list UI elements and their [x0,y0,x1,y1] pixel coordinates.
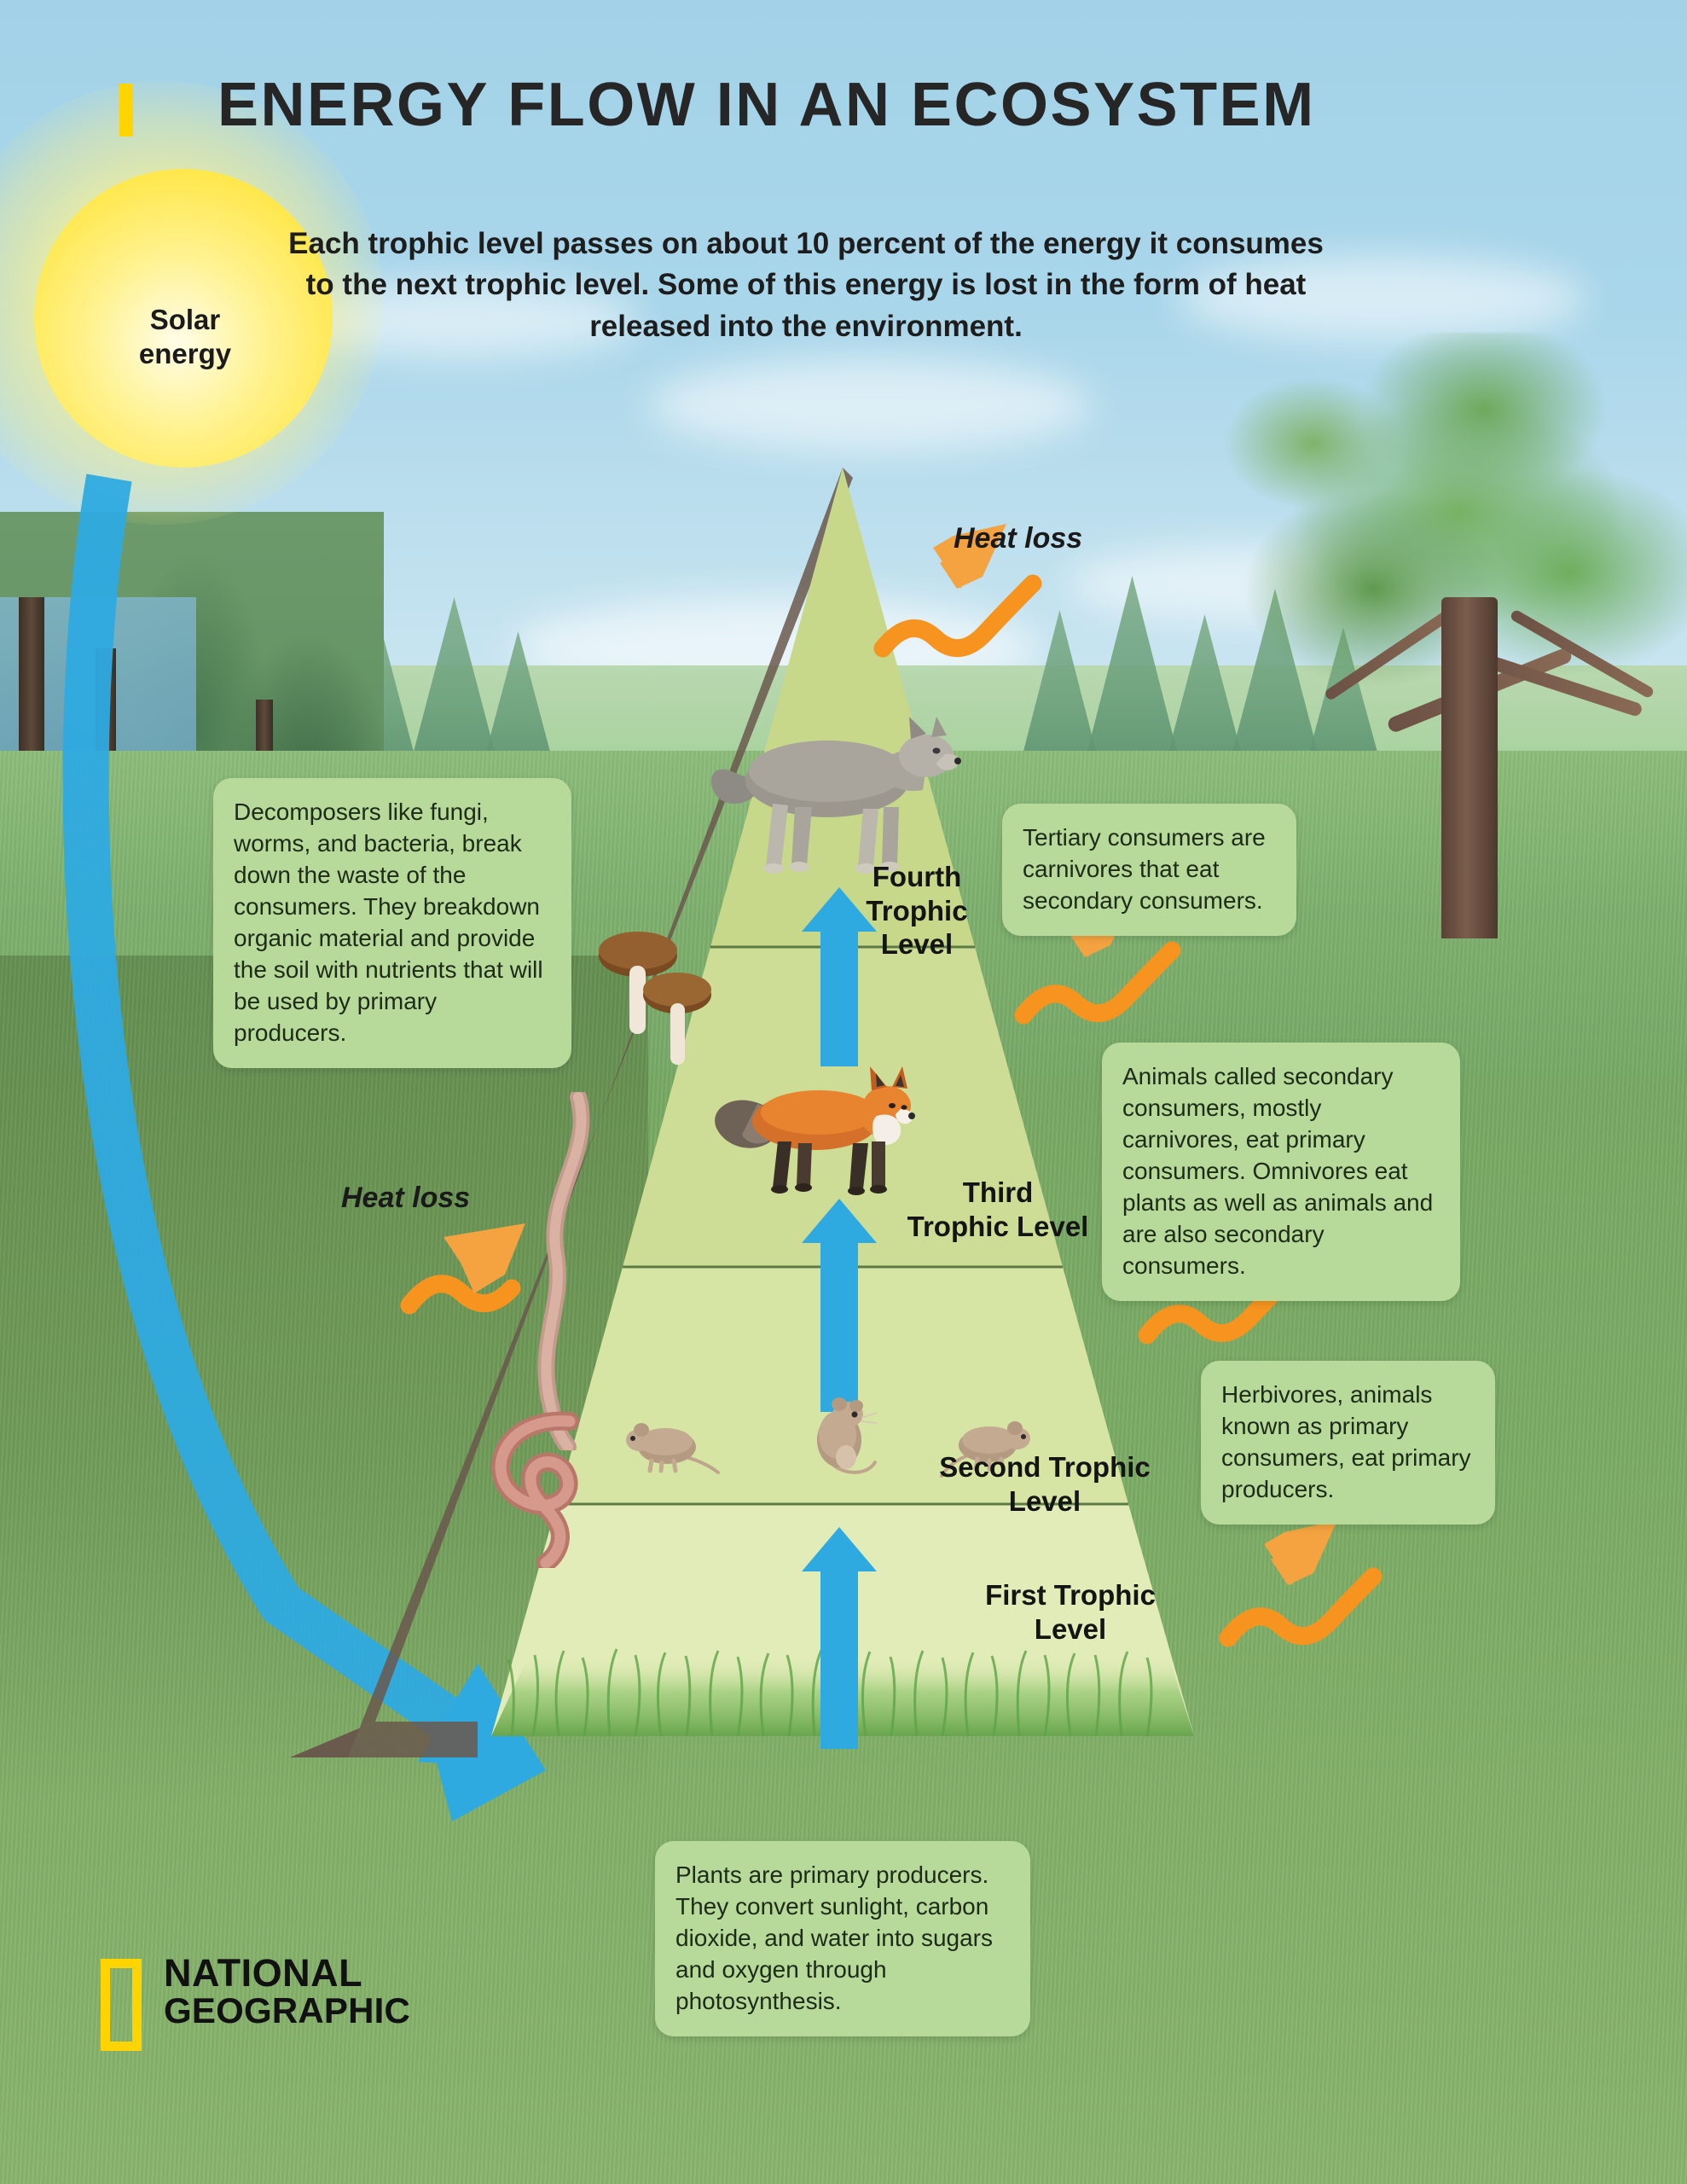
sun-disc [34,169,333,468]
solar-energy-label-line1: Solar [149,304,221,335]
solar-energy-label: Solar energy [104,303,266,372]
callout-tertiary-consumers: Tertiary consumers are carnivores that e… [1002,804,1296,936]
earthworm-illustration [537,1092,590,1450]
tier-label-first: First Trophic Level [964,1578,1177,1646]
fox-illustration [715,1066,915,1195]
mouse-illustration [817,1397,878,1474]
mouse-illustration [940,1421,1030,1478]
solar-energy-label-line2: energy [138,338,232,370]
tier-label-fourth: Fourth Trophic Level [832,860,1002,961]
cloud-shape [648,358,1092,452]
nat-geo-wordmark: NATIONAL GEOGRAPHIC [164,1954,454,2030]
coiled-worm-illustration [491,1411,579,1568]
national-geographic-logo: NATIONAL GEOGRAPHIC [101,1954,459,2056]
energy-transfer-arrow-tier1-to-tier2 [802,1527,877,1749]
tier4-label-line2: Trophic [866,894,968,926]
tier2-label-line1: Second Trophic [939,1451,1151,1483]
oak-tree-trunk [1441,597,1498,938]
heat-loss-label-top: Heat loss [954,522,1083,555]
page-subtitle: Each trophic level passes on about 10 pe… [288,227,1324,343]
energy-transfer-arrow-tier2-to-tier3 [802,1199,877,1412]
title-accent-bar [119,84,133,136]
tier3-label-line1: Third [962,1176,1034,1208]
tier1-label-line1: First Trophic [985,1579,1156,1611]
energy-transfer-arrow-tier3-to-tier4 [802,887,877,1066]
tier3-label-line2: Trophic Level [907,1210,1089,1242]
nat-geo-wordmark-line1: NATIONAL [164,1951,363,1995]
callout-primary-producers: Plants are primary producers. They conve… [655,1841,1030,2036]
nat-geo-yellow-border-icon [101,1959,142,2051]
page-title: ENERGY FLOW IN AN ECOSYSTEM [217,71,1316,139]
tier4-label-line1: Fourth [872,861,962,892]
callout-decomposers: Decomposers like fungi, worms, and bacte… [213,778,571,1068]
callout-herbivores: Herbivores, animals known as primary con… [1201,1361,1495,1525]
callout-secondary-consumers: Animals called secondary consumers, most… [1102,1043,1460,1301]
tier-label-second: Second Trophic Level [930,1450,1160,1518]
cloud-shape [1177,256,1586,341]
mouse-illustration [626,1423,720,1474]
tier2-label-line2: Level [1008,1484,1081,1517]
nat-geo-wordmark-line2: GEOGRAPHIC [164,1989,411,2030]
tier4-label-line3: Level [880,928,954,961]
mushroom-illustration [599,932,711,1065]
tier-label-third: Third Trophic Level [887,1176,1109,1243]
heat-loss-label-left: Heat loss [341,1182,471,1214]
tier1-label-line2: Level [1034,1612,1107,1645]
wolf-illustration [710,717,961,874]
